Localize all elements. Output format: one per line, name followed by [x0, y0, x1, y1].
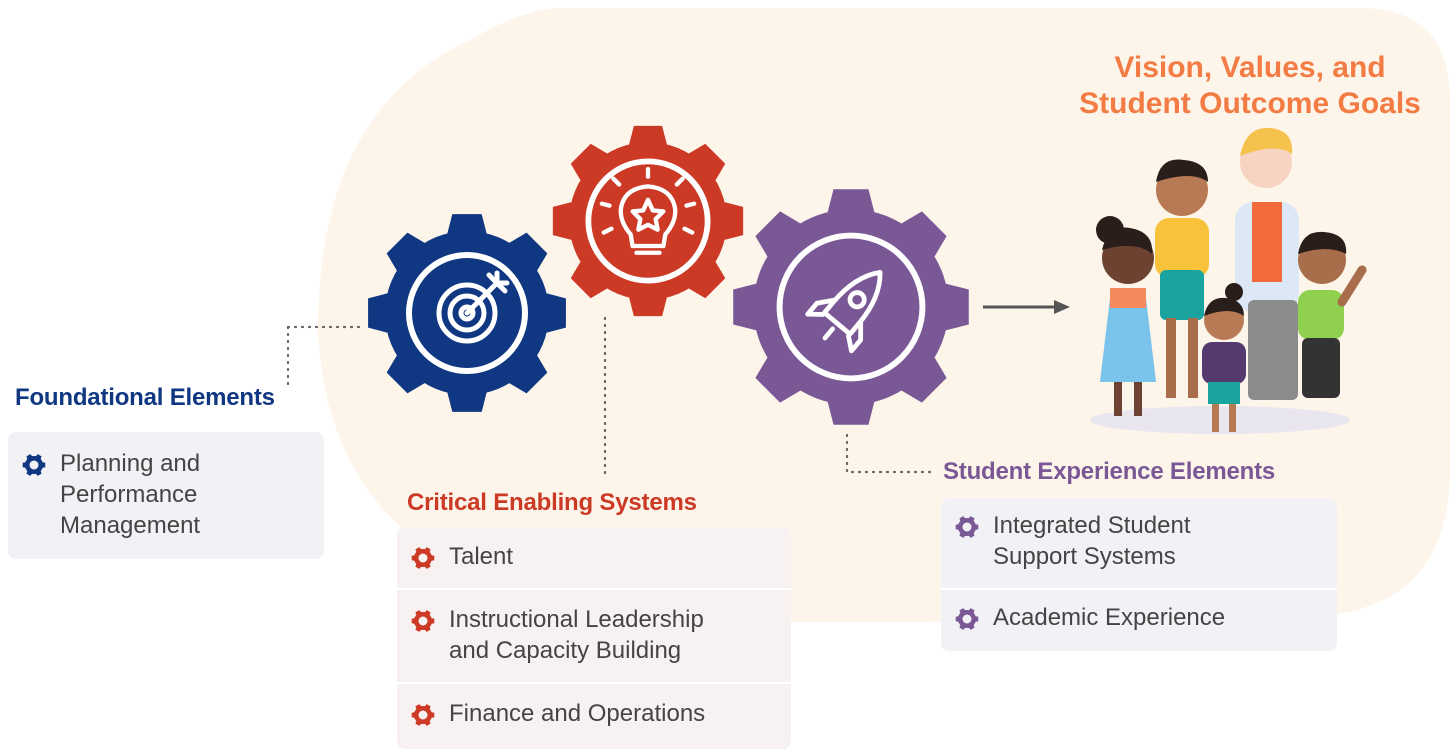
lightbulb-star-icon	[599, 166, 697, 255]
student-heading: Student Experience Elements	[943, 458, 1276, 485]
girl-blue-figure	[1096, 216, 1156, 416]
vision-title: Vision, Values, and Student Outcome Goal…	[1045, 50, 1453, 122]
foundational-item-label: Planning and Performance Management	[60, 450, 201, 539]
critical-item-label: Instructional Leadership and Capacity Bu…	[449, 606, 704, 664]
critical-item-label: Talent	[449, 543, 514, 570]
critical-item-finance: Finance and Operations	[397, 684, 791, 749]
critical-heading: Critical Enabling Systems	[407, 489, 697, 516]
gear-body	[753, 209, 949, 405]
gear-icon	[955, 608, 979, 630]
student-item-integrated: Integrated Student Support Systems	[941, 498, 1337, 588]
gear-shape-red	[552, 125, 744, 317]
gear-icon	[411, 610, 435, 632]
critical-item-label: Finance and Operations	[449, 700, 706, 727]
student-card: Integrated Student Support Systems Acade…	[941, 498, 1337, 651]
critical-item-instructional: Instructional Leadership and Capacity Bu…	[397, 590, 791, 682]
divider	[397, 682, 791, 684]
gear-icon	[22, 454, 46, 476]
critical-card: Talent Instructional Leadership and Capa…	[397, 527, 791, 749]
student-item-label: Academic Experience	[993, 604, 1226, 631]
student-item-label: Integrated Student Support Systems	[993, 512, 1191, 570]
divider	[941, 588, 1337, 590]
foundational-item-planning: Planning and Performance Management	[8, 432, 324, 559]
critical-item-talent: Talent	[397, 527, 791, 588]
student-experience-gear	[733, 189, 969, 425]
boy-yellow-figure	[1155, 159, 1209, 398]
foundational-heading: Foundational Elements	[15, 384, 275, 411]
gear-icon	[411, 704, 435, 726]
boy-green-figure	[1298, 231, 1367, 398]
critical-enabling-gear	[552, 125, 744, 317]
gear-icon	[411, 547, 435, 569]
small-girl-figure	[1202, 283, 1246, 432]
rocket-icon	[805, 269, 883, 354]
gear-body	[569, 142, 727, 300]
vision-title-line1: Vision, Values, and	[1114, 51, 1386, 84]
target-icon	[436, 270, 510, 344]
foundational-card: Planning and Performance Management	[8, 432, 324, 559]
student-item-academic: Academic Experience	[941, 590, 1337, 651]
students-illustration	[1090, 127, 1367, 434]
divider	[397, 588, 791, 590]
adult-figure	[1235, 127, 1299, 400]
gear-shape-purple	[733, 189, 969, 425]
vision-title-line2: Student Outcome Goals	[1079, 87, 1421, 120]
gear-icon	[955, 516, 979, 538]
foundational-gear	[368, 214, 566, 412]
